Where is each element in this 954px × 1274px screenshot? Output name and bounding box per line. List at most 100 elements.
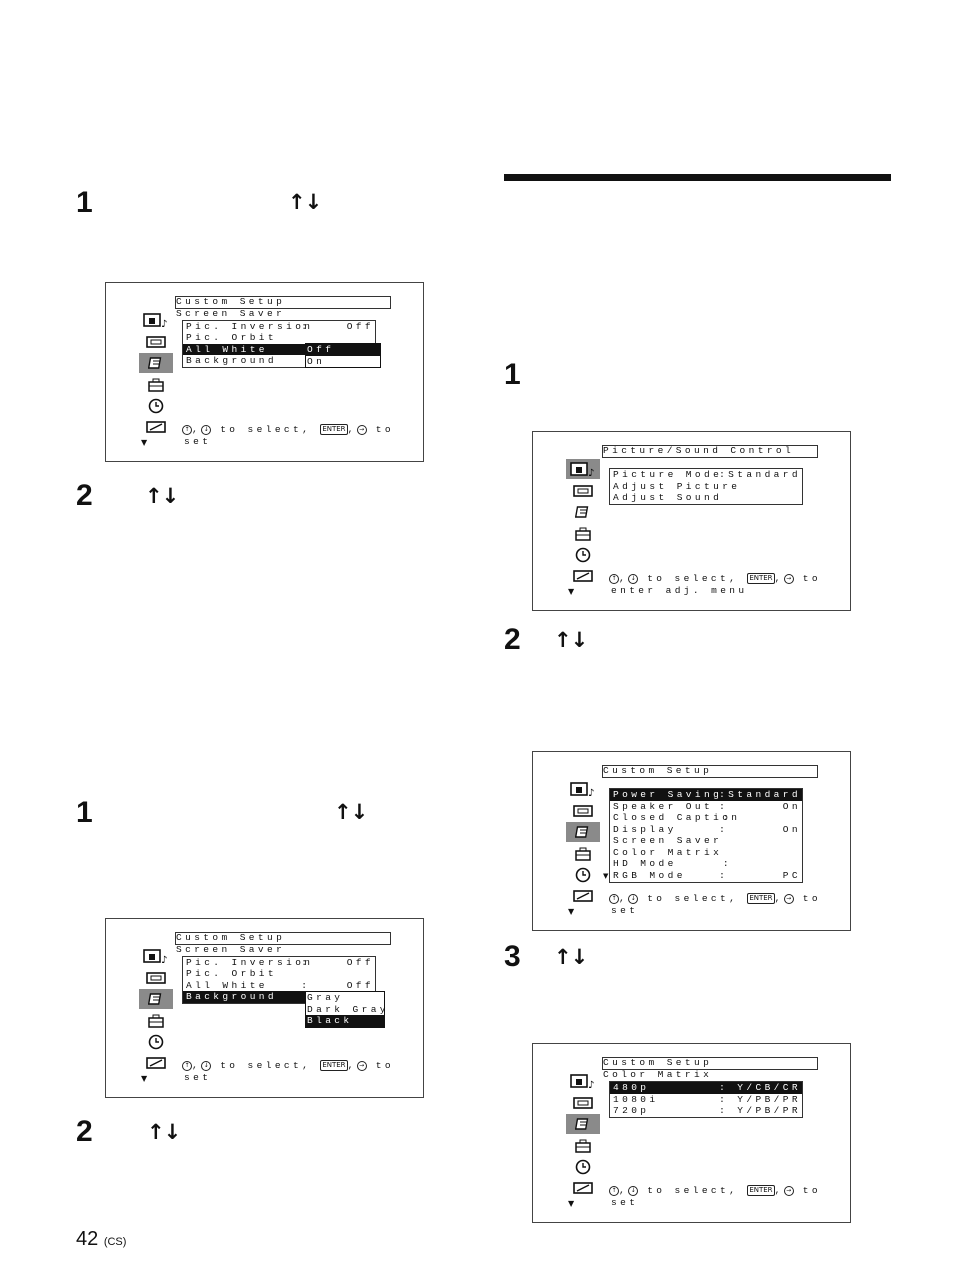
help-line-2: set: [611, 1197, 639, 1208]
picture-sound-icon: ♪: [566, 459, 600, 479]
screen-icon: [566, 1093, 600, 1113]
scroll-down-icon: ▼: [141, 1074, 148, 1083]
help-line-2: enter adj. menu: [611, 585, 748, 596]
menu-row[interactable]: All White: Off: [186, 979, 374, 991]
menu-row[interactable]: Pic. Orbit: [186, 968, 278, 979]
option-popup: Gray Dark Gray Black: [305, 991, 389, 1028]
right-button-icon: →: [356, 424, 367, 435]
menu-row[interactable]: HD Mode:: [613, 858, 732, 869]
scroll-down-icon: ▼: [568, 907, 575, 916]
down-button-icon: ↓: [628, 573, 639, 584]
option-selected[interactable]: Black: [306, 1015, 384, 1027]
step-number: 2: [76, 1115, 93, 1148]
screen-icon: [566, 481, 600, 501]
option[interactable]: Gray: [307, 992, 344, 1003]
help-line-2: set: [611, 905, 639, 916]
enter-button-icon: ENTER: [320, 1060, 348, 1072]
clock-icon: [139, 1032, 173, 1052]
screen-icon: [139, 332, 173, 352]
scroll-down-icon: ▼: [568, 1199, 575, 1208]
menu-row[interactable]: RGB Mode: PC: [613, 869, 801, 881]
menu-row[interactable]: Pic. Orbit: [186, 332, 278, 343]
menu-row[interactable]: Display: On: [613, 823, 801, 835]
right-button-icon: →: [783, 893, 794, 904]
menu-row[interactable]: Closed Caption:: [613, 812, 741, 823]
osd-title-box: [602, 1057, 818, 1070]
briefcase-icon: [139, 375, 173, 395]
down-button-icon: ↓: [201, 424, 212, 435]
step-number: 1: [504, 358, 521, 391]
step-number: 3: [504, 940, 521, 973]
menu-row[interactable]: 720p: Y/PB/PR: [613, 1105, 801, 1116]
menu-row[interactable]: Adjust Sound: [613, 492, 723, 503]
up-button-icon: ↑: [609, 573, 619, 584]
picture-sound-icon: ♪: [139, 310, 173, 330]
setup-icon: [566, 886, 600, 906]
option-selected[interactable]: Off: [306, 344, 380, 356]
osd-screen-saver-all-white: ♪ ▼ Custom Setup Screen Saver Pic. Inver…: [105, 282, 424, 462]
svg-text:♪: ♪: [161, 955, 167, 964]
enter-button-icon: ENTER: [747, 573, 775, 585]
scroll-down-icon: ▼: [568, 587, 575, 596]
down-button-icon: ↓: [201, 1060, 212, 1071]
custom-setup-icon: [566, 1114, 600, 1134]
menu-row-selected[interactable]: Background: [183, 991, 375, 1003]
osd-title: Custom Setup: [603, 765, 713, 776]
menu-row[interactable]: Speaker Out: On: [613, 800, 801, 812]
osd-subtitle: Color Matrix: [603, 1069, 713, 1080]
menu-row[interactable]: Background: [186, 355, 278, 366]
osd-screen-saver-background: ♪ ▼ Custom Setup Screen Saver Pic. Inver…: [105, 918, 424, 1098]
option[interactable]: Dark Gray: [307, 1003, 389, 1015]
up-button-icon: ↑: [182, 424, 192, 435]
menu-row-selected[interactable]: Power Saving:Standard: [610, 789, 802, 801]
option[interactable]: On: [307, 355, 326, 367]
picture-sound-icon: ♪: [139, 946, 173, 966]
up-down-arrows-icon: ↑↓: [554, 945, 588, 969]
menu-row[interactable]: Pic. Inversion: Off: [186, 957, 374, 968]
setup-icon: [566, 1178, 600, 1198]
menu-row[interactable]: Pic. Inversion: Off: [186, 321, 374, 332]
up-down-arrows-icon: ↑↓: [288, 190, 322, 214]
enter-button-icon: ENTER: [747, 1185, 775, 1197]
up-button-icon: ↑: [609, 893, 619, 904]
osd-subtitle: Screen Saver: [176, 944, 286, 955]
svg-text:♪: ♪: [588, 468, 594, 477]
menu-row[interactable]: Picture Mode:Standard: [613, 469, 801, 480]
setup-icon: [566, 566, 600, 586]
option-popup: Off On: [305, 343, 381, 368]
up-down-arrows-icon: ↑↓: [554, 628, 588, 652]
osd-title: Custom Setup: [603, 1057, 713, 1068]
step-number: 2: [76, 479, 93, 512]
menu-row[interactable]: Color Matrix: [613, 846, 723, 858]
osd-title-box: [175, 932, 391, 945]
menu-row[interactable]: Adjust Picture: [613, 480, 741, 492]
up-down-arrows-icon: ↑↓: [147, 1120, 181, 1144]
svg-text:♪: ♪: [588, 1080, 594, 1089]
custom-setup-icon: [566, 822, 600, 842]
picture-sound-icon: ♪: [566, 1071, 600, 1091]
help-line: ↑,↓ to select, ENTER,→ to: [609, 893, 821, 905]
page-number: 42 (CS): [76, 1228, 127, 1250]
more-items-icon: ▼: [603, 872, 609, 880]
right-button-icon: →: [356, 1060, 367, 1071]
menu-row-selected[interactable]: All White: [183, 343, 375, 355]
step-number: 1: [76, 186, 93, 219]
menu-row-selected[interactable]: 480p: Y/CB/CR: [610, 1082, 802, 1094]
osd-menu: Pic. Inversion: Off Pic. Orbit All White…: [182, 956, 376, 1004]
picture-sound-icon: ♪: [566, 779, 600, 799]
osd-title-box: [602, 765, 818, 778]
clock-icon: [566, 1157, 600, 1177]
custom-setup-icon: [566, 502, 600, 522]
menu-row[interactable]: 1080i: Y/PB/PR: [613, 1093, 801, 1105]
menu-row[interactable]: Screen Saver: [613, 835, 723, 846]
svg-text:♪: ♪: [161, 319, 167, 328]
help-line-2: set: [184, 436, 212, 447]
osd-title: Picture/Sound Control: [603, 445, 795, 456]
clock-icon: [566, 865, 600, 885]
osd-custom-setup: ♪ ▼ ▼ Custom Setup Power Saving:Standard…: [532, 751, 851, 931]
help-line: ↑,↓ to select, ENTER,→ to: [182, 424, 394, 436]
screen-icon: [566, 801, 600, 821]
right-button-icon: →: [783, 573, 794, 584]
osd-subtitle: Screen Saver: [176, 308, 286, 319]
briefcase-icon: [566, 524, 600, 544]
